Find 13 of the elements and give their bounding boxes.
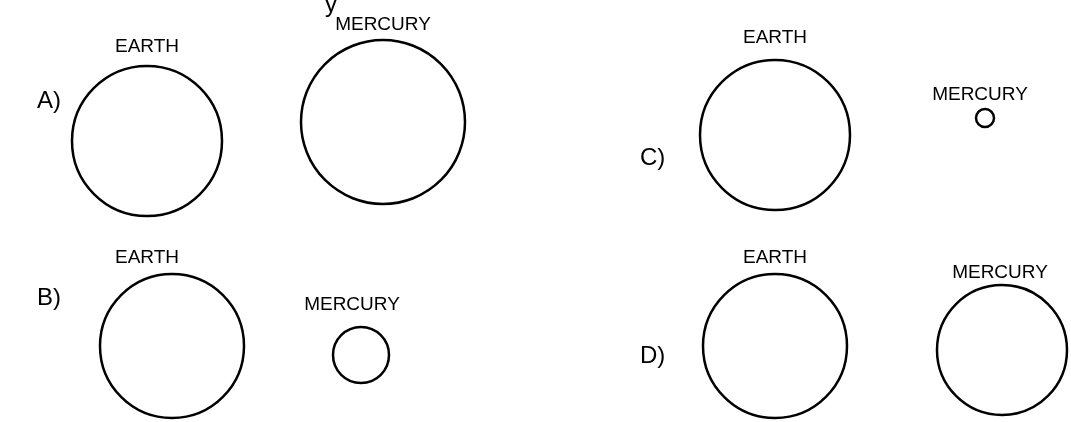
planet-label: EARTH — [114, 36, 180, 55]
cut-text: y — [325, 0, 337, 16]
option-letter: D) — [640, 343, 666, 367]
planet-label: EARTH — [742, 247, 808, 266]
option-letter: B) — [37, 285, 61, 309]
option-letter: C) — [640, 145, 666, 169]
option-letter: A) — [37, 88, 61, 112]
planet-label: MERCURY — [932, 84, 1028, 103]
planet-label: MERCURY — [335, 14, 431, 33]
planet-label: EARTH — [742, 27, 808, 46]
planet-label: MERCURY — [304, 294, 400, 313]
planet-label: MERCURY — [952, 262, 1048, 281]
planet-label: EARTH — [114, 247, 180, 266]
